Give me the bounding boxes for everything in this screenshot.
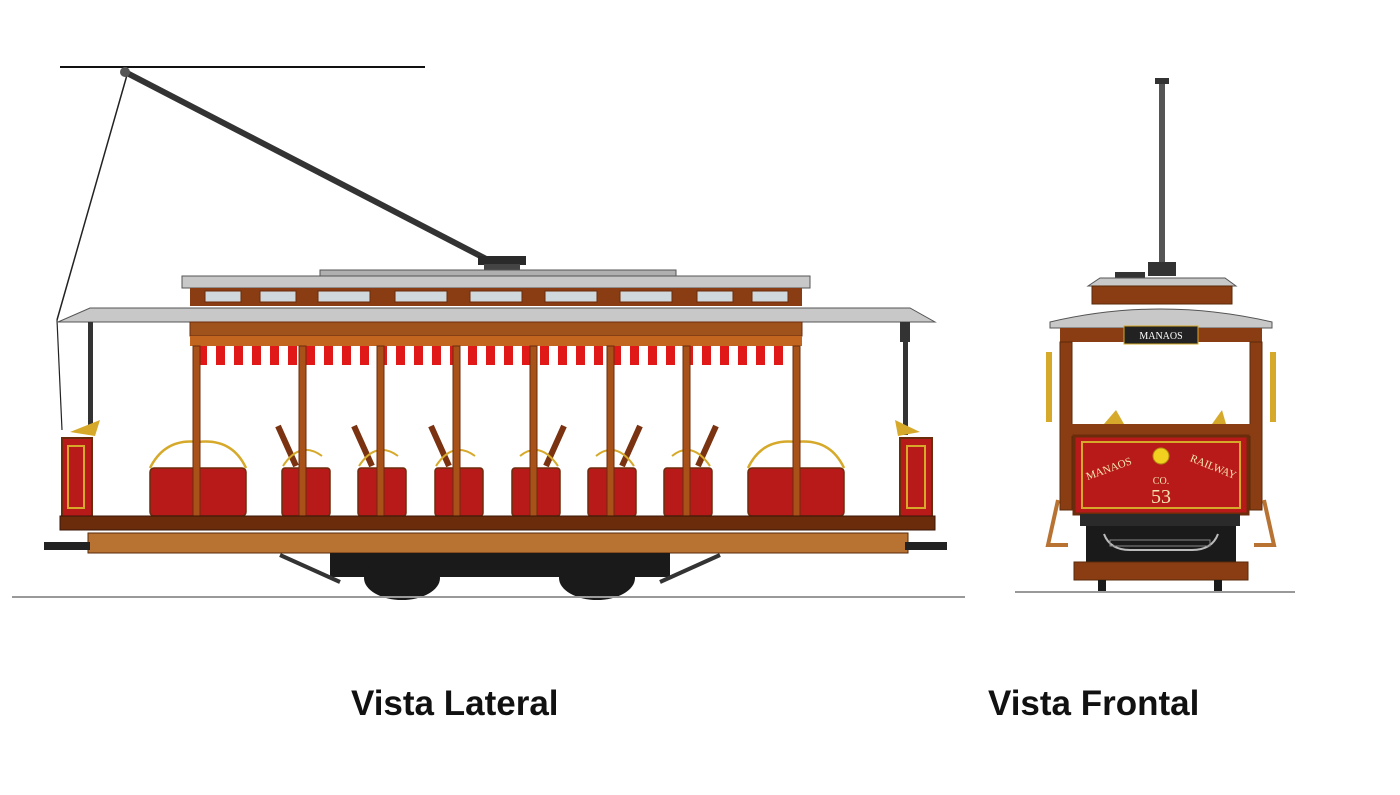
roof-cap (181, 275, 811, 289)
front-view-caption: Vista Frontal (988, 684, 1200, 723)
front-roof (1049, 308, 1273, 329)
cross-benches (275, 424, 719, 517)
dash-center-text: CO. (1153, 476, 1169, 487)
headlamp (1152, 447, 1170, 465)
side-view-caption: Vista Lateral (351, 684, 559, 723)
front-truck (1086, 526, 1236, 562)
dash-panel (1072, 434, 1250, 516)
front-clerestory (1091, 285, 1233, 305)
roof-main (57, 307, 937, 323)
destination-sign (1123, 325, 1199, 345)
floor-sill (59, 515, 936, 531)
awning (200, 346, 792, 365)
truck (279, 553, 721, 600)
trolley-rope (56, 74, 128, 321)
letterboard (189, 321, 803, 337)
destination-sign-text: MANAOS (1139, 331, 1182, 342)
trolley-pole (123, 69, 494, 265)
front-view-tram: MANAOS MANAOS RAILWAY CO. 53 (1015, 78, 1295, 593)
front-bumper (1073, 561, 1249, 581)
front-trolley-pole (1159, 80, 1165, 270)
dash-right (899, 437, 933, 519)
dash-left (61, 437, 93, 519)
car-number: 53 (1151, 486, 1171, 508)
side-view-tram (12, 66, 965, 600)
running-board (87, 532, 909, 554)
